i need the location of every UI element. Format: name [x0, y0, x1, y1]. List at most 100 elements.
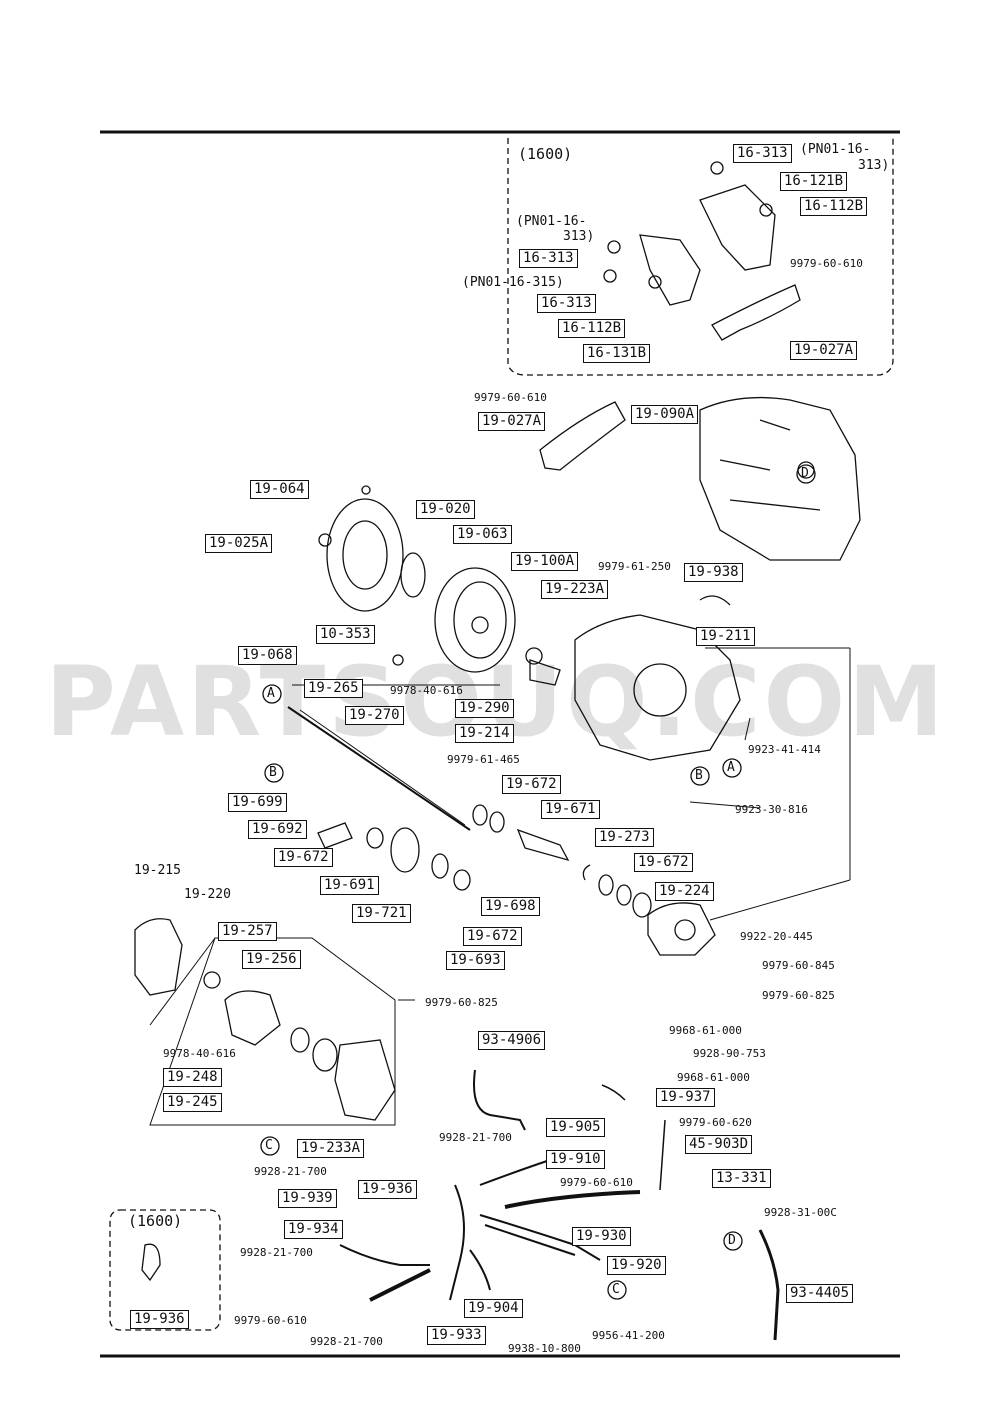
label-9979-61-250: 9979-61-250: [598, 560, 671, 573]
label-19-937: 19-937: [656, 1088, 715, 1107]
callout-d-bottom: D: [728, 1233, 736, 1248]
part-19-938: [699, 595, 731, 606]
label-19-027a-b: 19-027A: [478, 412, 546, 431]
label-9956-41-200: 9956-41-200: [592, 1329, 665, 1342]
label-9922-20-445: 9922-20-445: [740, 930, 813, 943]
callout-d-top: D: [801, 466, 809, 481]
label-9928-21-700-b: 9928-21-700: [254, 1165, 327, 1178]
callout-circle-c-2: [607, 1280, 627, 1300]
housing-19-211: [574, 614, 741, 761]
callout-a-right: A: [727, 760, 735, 775]
clip-19-273: [582, 864, 591, 881]
label-19-064: 19-064: [250, 480, 309, 499]
pump-19-220: [224, 990, 281, 1046]
transaxle-19-090a: [699, 396, 861, 561]
label-19-063: 19-063: [453, 525, 512, 544]
label-19-290: 19-290: [455, 699, 514, 718]
label-19-934: 19-934: [284, 1220, 343, 1239]
inset-1600-frame: [507, 138, 894, 376]
label-19-938: 19-938: [684, 563, 743, 582]
callout-circle-d-2: [796, 464, 816, 484]
label-19-223a: 19-223A: [541, 580, 609, 599]
label-19-930: 19-930: [572, 1227, 631, 1246]
label-16-131b: 16-131B: [583, 344, 651, 363]
callout-b-right: B: [695, 768, 703, 783]
pipe-19-920: [504, 1190, 641, 1209]
label-9979-60-825-a: 9979-60-825: [762, 989, 835, 1002]
label-19-692: 19-692: [248, 820, 307, 839]
label-19-211: 19-211: [696, 627, 755, 646]
plate-19-063: [400, 552, 426, 598]
label-9928-31-000: 9928-31-00C: [764, 1206, 837, 1219]
label-45-903d: 45-903D: [685, 1135, 753, 1154]
label-19-090a: 19-090A: [631, 405, 699, 424]
label-19-721: 19-721: [352, 904, 411, 923]
label-19-698: 19-698: [481, 897, 540, 916]
label-pn01-b2: 313): [563, 229, 595, 244]
label-9928-21-700-d: 9928-21-700: [310, 1335, 383, 1348]
cover-19-027a-inset: [711, 284, 801, 341]
label-19-933: 19-933: [427, 1326, 486, 1345]
label-9979-60-620: 9979-60-620: [679, 1116, 752, 1129]
label-19-693: 19-693: [446, 951, 505, 970]
label-19-671: 19-671: [541, 800, 600, 819]
label-19-904: 19-904: [464, 1299, 523, 1318]
label-16-112b-a: 16-112B: [800, 197, 868, 216]
label-19-027a-a: 19-027A: [790, 341, 858, 360]
gasket-19-215: [134, 918, 183, 996]
label-9978-40-616-b: 9978-40-616: [163, 1047, 236, 1060]
label-16-313-a: 16-313: [733, 144, 792, 163]
label-9979-60-825-b: 9979-60-825: [425, 996, 498, 1009]
label-19-672-c: 19-672: [634, 853, 693, 872]
label-19-672-a: 19-672: [502, 775, 561, 794]
cover-19-224: [647, 902, 716, 956]
label-19-100a: 19-100A: [511, 552, 579, 571]
label-19-256: 19-256: [242, 950, 301, 969]
label-19-215: 19-215: [134, 863, 181, 878]
label-9979-60-610-b: 9979-60-610: [474, 391, 547, 404]
hose-93-4405: [758, 1229, 780, 1341]
label-16-313-b: 16-313: [519, 249, 578, 268]
cover-19-027a: [539, 401, 626, 471]
label-19-248: 19-248: [163, 1068, 222, 1087]
label-19-020: 19-020: [416, 500, 475, 519]
label-19-691: 19-691: [320, 876, 379, 895]
label-9923-30-816: 9923-30-816: [735, 803, 808, 816]
label-19-920: 19-920: [607, 1256, 666, 1275]
label-19-214: 19-214: [455, 724, 514, 743]
seal-19-290: [529, 659, 561, 686]
label-9923-41-414: 9923-41-414: [748, 743, 821, 756]
label-93-4405: 93-4405: [786, 1284, 854, 1303]
label-19-672-d: 19-672: [463, 927, 522, 946]
label-19-699: 19-699: [228, 793, 287, 812]
label-16-121b: 16-121B: [780, 172, 848, 191]
callout-c-right: C: [612, 1282, 620, 1297]
label-19-257: 19-257: [218, 922, 277, 941]
label-9979-60-845: 9979-60-845: [762, 959, 835, 972]
pump-body-19-233a: [334, 1039, 396, 1121]
callout-circle-c-1: [260, 1136, 280, 1156]
label-9978-40-616-a: 9978-40-616: [390, 684, 463, 697]
inset-1600-b-frame: [109, 1209, 221, 1331]
label-19-270: 19-270: [345, 706, 404, 725]
label-pn01-c: (PN01-16-315): [462, 275, 564, 290]
callout-a-left: A: [267, 686, 275, 701]
label-19-905: 19-905: [546, 1118, 605, 1137]
label-9938-10-800: 9938-10-800: [508, 1342, 581, 1355]
callout-circle-d-1: [723, 1231, 743, 1251]
label-9979-61-465: 9979-61-465: [447, 753, 520, 766]
label-9979-60-610-d: 9979-60-610: [234, 1314, 307, 1327]
pipe-93-4906: [473, 1069, 526, 1131]
shaft-19-265: [287, 706, 471, 831]
label-pn01-a2: 313): [858, 158, 890, 173]
label-19-273: 19-273: [595, 828, 654, 847]
label-19-936-a: 19-936: [358, 1180, 417, 1199]
inset-1600-title: (1600): [518, 145, 573, 163]
callout-circle-b-2: [690, 766, 710, 786]
label-19-265: 19-265: [304, 679, 363, 698]
flywheel-19-020: [326, 498, 404, 612]
label-19-910: 19-910: [546, 1150, 605, 1169]
label-19-245: 19-245: [163, 1093, 222, 1112]
part-19-936-b: [141, 1243, 161, 1282]
